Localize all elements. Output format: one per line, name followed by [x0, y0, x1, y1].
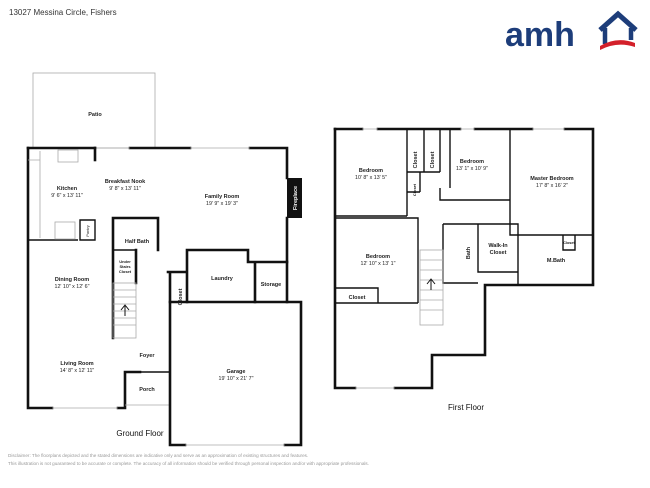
- patio-outline: [32, 72, 156, 149]
- dining-room-label: Dining Room: [55, 277, 89, 283]
- logo-wordmark: amh: [505, 16, 575, 53]
- first-floor-title: First Floor: [448, 403, 484, 412]
- family-room-label: Family Room: [205, 194, 240, 200]
- porch-label: Porch: [139, 387, 155, 393]
- under-stairs-closet-label-3: Closet: [119, 269, 132, 274]
- amh-logo: amh: [505, 10, 638, 53]
- ground-floor-plan: [26, 72, 303, 447]
- pantry-label: Pantry: [85, 225, 90, 237]
- master-bedroom-label: Master Bedroom: [530, 176, 574, 182]
- closet-label: Closet: [178, 288, 184, 305]
- kitchen-label: Kitchen: [57, 186, 78, 192]
- kitchen-dim: 9' 6" x 13' 11": [51, 193, 83, 199]
- closet-1-label: Closet: [413, 151, 419, 168]
- bedroom-2-dim: 13' 1" x 10' 9": [456, 166, 488, 172]
- breakfast-nook-dim: 9' 8" x 13' 11": [109, 186, 141, 192]
- closet-2-label: Closet: [430, 151, 436, 168]
- ground-floor-title: Ground Floor: [116, 429, 163, 438]
- living-room-dim: 14' 8" x 12' 11": [60, 368, 95, 374]
- foyer-label: Foyer: [140, 353, 156, 359]
- living-room-label: Living Room: [60, 361, 93, 367]
- bedroom-3-dim: 12' 10" x 13' 1": [361, 261, 396, 267]
- fireplace-label: Fireplace: [293, 186, 299, 210]
- bedroom-2-label: Bedroom: [460, 159, 484, 165]
- bath-label: Bath: [466, 246, 472, 259]
- m-bath-label: M.Bath: [547, 258, 566, 264]
- under-stairs-closet-label-2: Stairs: [119, 264, 131, 269]
- half-bath-label: Half Bath: [125, 239, 150, 245]
- bedroom-1-label: Bedroom: [359, 168, 383, 174]
- laundry-label: Laundry: [211, 276, 234, 282]
- garage-dim: 19' 10" x 21' 7": [219, 376, 254, 382]
- family-room-dim: 19' 9" x 19' 3": [206, 201, 238, 207]
- walk-in-closet-label-2: Closet: [490, 250, 507, 256]
- bedroom-1-dim: 10' 8" x 13' 5": [355, 175, 387, 181]
- walk-in-closet-label-1: Walk-In: [488, 243, 508, 249]
- first-floor-plan: [333, 127, 595, 390]
- disclaimer-line-1: Disclaimer: The floorplans depicted and …: [8, 453, 309, 458]
- storage-label: Storage: [261, 282, 281, 288]
- under-stairs-closet-label-1: Under: [119, 259, 131, 264]
- patio-label: Patio: [88, 112, 102, 118]
- breakfast-nook-label: Breakfast Nook: [105, 179, 146, 185]
- closet-4-label: Closet: [349, 295, 366, 301]
- dining-room-dim: 12' 10" x 12' 6": [55, 284, 90, 290]
- fireplace-block: [287, 178, 302, 218]
- property-address: 13027 Messina Circle, Fishers: [9, 8, 117, 17]
- bedroom-3-label: Bedroom: [366, 254, 390, 260]
- garage-label: Garage: [227, 369, 246, 375]
- master-bedroom-dim: 17' 8" x 16' 2": [536, 183, 568, 189]
- closet-5-label: Closet: [563, 241, 575, 245]
- disclaimer-line-2: This illustration is not guaranteed to b…: [8, 461, 369, 466]
- closet-3-label: Closet: [412, 183, 417, 196]
